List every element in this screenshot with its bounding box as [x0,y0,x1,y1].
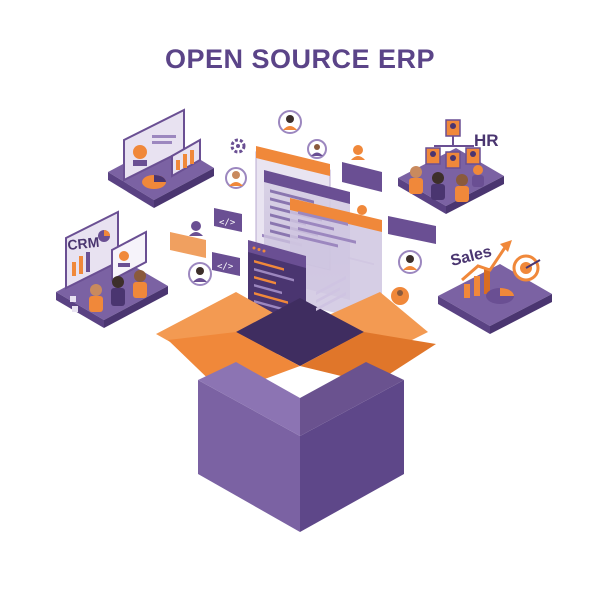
code-icon: </> [212,252,240,276]
box-flap-right [300,332,436,384]
page-title: OPEN SOURCE ERP [164,44,436,74]
bar-chart-icon [171,138,201,178]
code-window-right [290,198,382,324]
chat-bubble-icon [388,216,436,244]
box-side-right [300,380,404,532]
open-box [156,276,436,532]
person-icon [278,110,302,134]
box-label [316,276,346,311]
target-icon [512,254,541,282]
crm-card [111,230,147,282]
person-icon [225,167,247,189]
crm-platform: CRM [56,210,168,328]
pie-chart-icon [142,175,166,189]
hr-label: HR [474,131,499,150]
box-side-left [198,380,300,532]
person-icon [133,145,147,159]
person-icon [189,221,203,236]
dashboard-monitor [123,108,185,182]
hr-platform: HR [398,119,504,214]
crm-screen: CRM [65,210,119,290]
crm-team [70,270,147,312]
growth-arrow-icon [461,240,512,298]
pie-chart-icon [486,288,514,304]
crm-label: CRM [67,234,100,253]
dashboard-platform [108,108,214,208]
chat-bubble-icon [170,232,206,258]
person-icon [307,139,327,159]
person-icon [188,262,212,286]
sales-label: Sales [449,243,494,270]
svg-text:</>: </> [219,218,236,228]
person-icon [351,145,365,160]
svg-text:</>: </> [217,262,234,272]
person-icon [398,250,422,274]
org-chart-icon [425,119,481,169]
hr-team [409,165,484,202]
gear-icon [230,138,246,154]
sales-platform: Sales [438,240,552,334]
code-icon: </> [214,208,242,232]
person-icon [119,251,129,261]
person-icon [391,287,409,305]
